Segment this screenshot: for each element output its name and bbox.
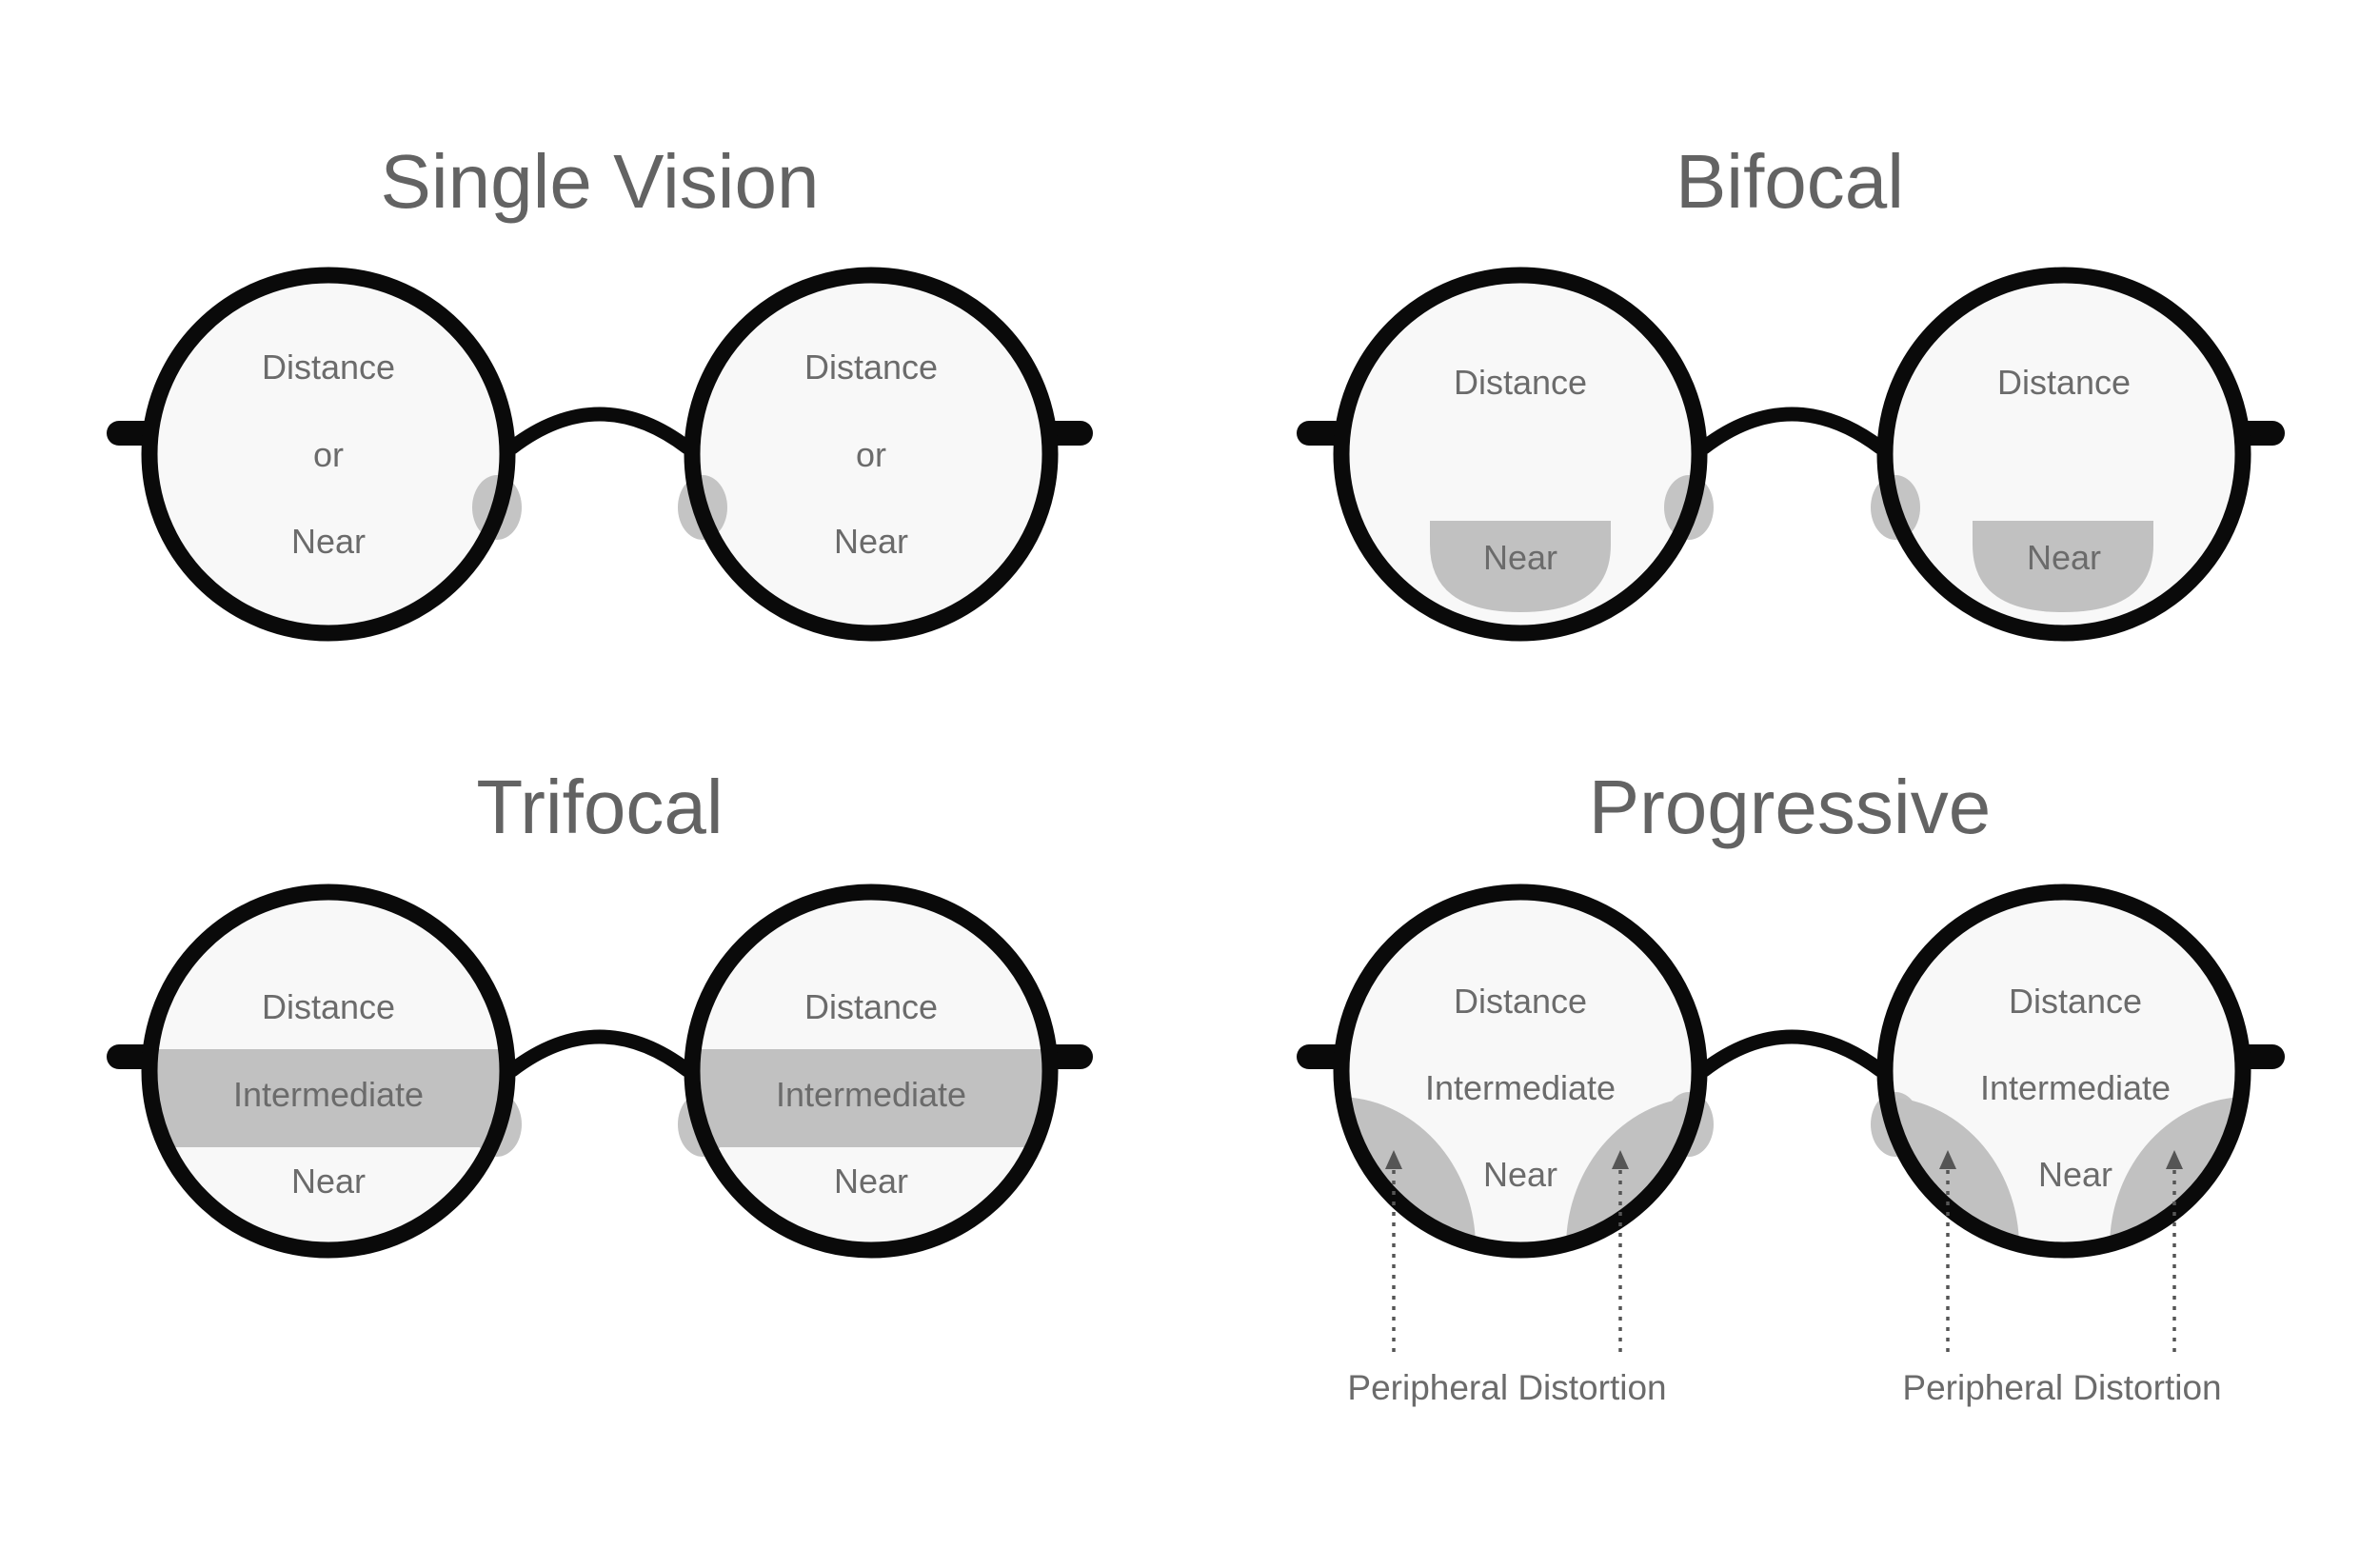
left-outer-distortion xyxy=(1341,1097,1476,1250)
progressive-title: Progressive xyxy=(1589,765,1991,849)
right-near-label: Near xyxy=(834,522,908,561)
bridge xyxy=(1696,407,1888,455)
single-vision-title: Single Vision xyxy=(380,139,819,224)
left-lens xyxy=(149,275,507,633)
left-peripheral-distortion-label: Peripheral Distortion xyxy=(1347,1368,1666,1407)
peripheral-distortion-arrows xyxy=(1385,1150,2183,1352)
left-distance-label: Distance xyxy=(1454,982,1587,1021)
right-inner-distortion xyxy=(1885,1097,2019,1250)
left-near-label: Near xyxy=(291,1162,366,1201)
bridge xyxy=(505,1029,695,1078)
right-distance-label: Distance xyxy=(804,348,938,387)
left-rim xyxy=(141,267,516,642)
left-distance-label: Distance xyxy=(262,987,395,1026)
single-vision-panel: Single Vision Distance or Near Distance … xyxy=(107,139,1093,642)
left-intermediate-band xyxy=(149,1049,507,1147)
right-rim xyxy=(684,267,1059,642)
trifocal-panel: Trifocal Distance Intermediate Near Dist… xyxy=(107,765,1093,1259)
right-intermediate-band xyxy=(692,1049,1050,1147)
right-rim xyxy=(1876,267,2251,642)
bridge xyxy=(505,407,695,455)
arrow-up-icon xyxy=(1385,1150,1402,1169)
right-distance-label: Distance xyxy=(2009,982,2142,1021)
left-intermediate-label: Intermediate xyxy=(1425,1068,1616,1107)
bifocal-glasses: Distance Near Distance Near xyxy=(1297,267,2285,642)
left-distance-label: Distance xyxy=(1454,363,1587,402)
left-near-segment xyxy=(1430,521,1611,612)
trifocal-glasses: Distance Intermediate Near Distance Inte… xyxy=(107,884,1093,1259)
progressive-panel: Progressive Distance Intermediate Near D… xyxy=(1297,765,2285,1407)
right-near-segment xyxy=(1973,521,2153,612)
left-distortion-zones xyxy=(1341,1097,1699,1250)
left-distance-label: Distance xyxy=(262,348,395,387)
right-rim xyxy=(684,884,1059,1259)
right-distance-label: Distance xyxy=(1997,363,2131,402)
arrow-up-icon xyxy=(1939,1150,1956,1169)
right-distortion-zones xyxy=(1885,1097,2243,1250)
bridge xyxy=(1696,1029,1888,1078)
right-lens xyxy=(692,275,1050,633)
left-inner-distortion xyxy=(1566,1097,1699,1250)
left-rim xyxy=(141,884,516,1259)
trifocal-title: Trifocal xyxy=(476,765,723,849)
right-near-label: Near xyxy=(2038,1155,2112,1194)
bifocal-panel: Bifocal Distance Near Distance Near xyxy=(1297,139,2285,642)
bifocal-title: Bifocal xyxy=(1676,139,1904,224)
right-near-label: Near xyxy=(834,1162,908,1201)
right-peripheral-distortion-label: Peripheral Distortion xyxy=(1902,1368,2221,1407)
right-intermediate-label: Intermediate xyxy=(776,1075,966,1114)
right-or-label: or xyxy=(856,435,886,474)
arrow-up-icon xyxy=(2166,1150,2183,1169)
right-outer-distortion xyxy=(2110,1097,2243,1250)
left-near-label: Near xyxy=(1483,1155,1557,1194)
right-rim xyxy=(1876,884,2251,1259)
progressive-glasses: Distance Intermediate Near Distance Inte… xyxy=(1297,884,2285,1259)
arrow-up-icon xyxy=(1612,1150,1629,1169)
single-vision-glasses: Distance or Near Distance or Near xyxy=(107,267,1093,642)
left-rim xyxy=(1333,884,1708,1259)
right-near-label: Near xyxy=(2027,538,2101,577)
left-near-label: Near xyxy=(291,522,366,561)
right-intermediate-label: Intermediate xyxy=(1980,1068,2171,1107)
left-or-label: or xyxy=(313,435,344,474)
left-near-label: Near xyxy=(1483,538,1557,577)
left-rim xyxy=(1333,267,1708,642)
left-intermediate-label: Intermediate xyxy=(233,1075,424,1114)
right-distance-label: Distance xyxy=(804,987,938,1026)
